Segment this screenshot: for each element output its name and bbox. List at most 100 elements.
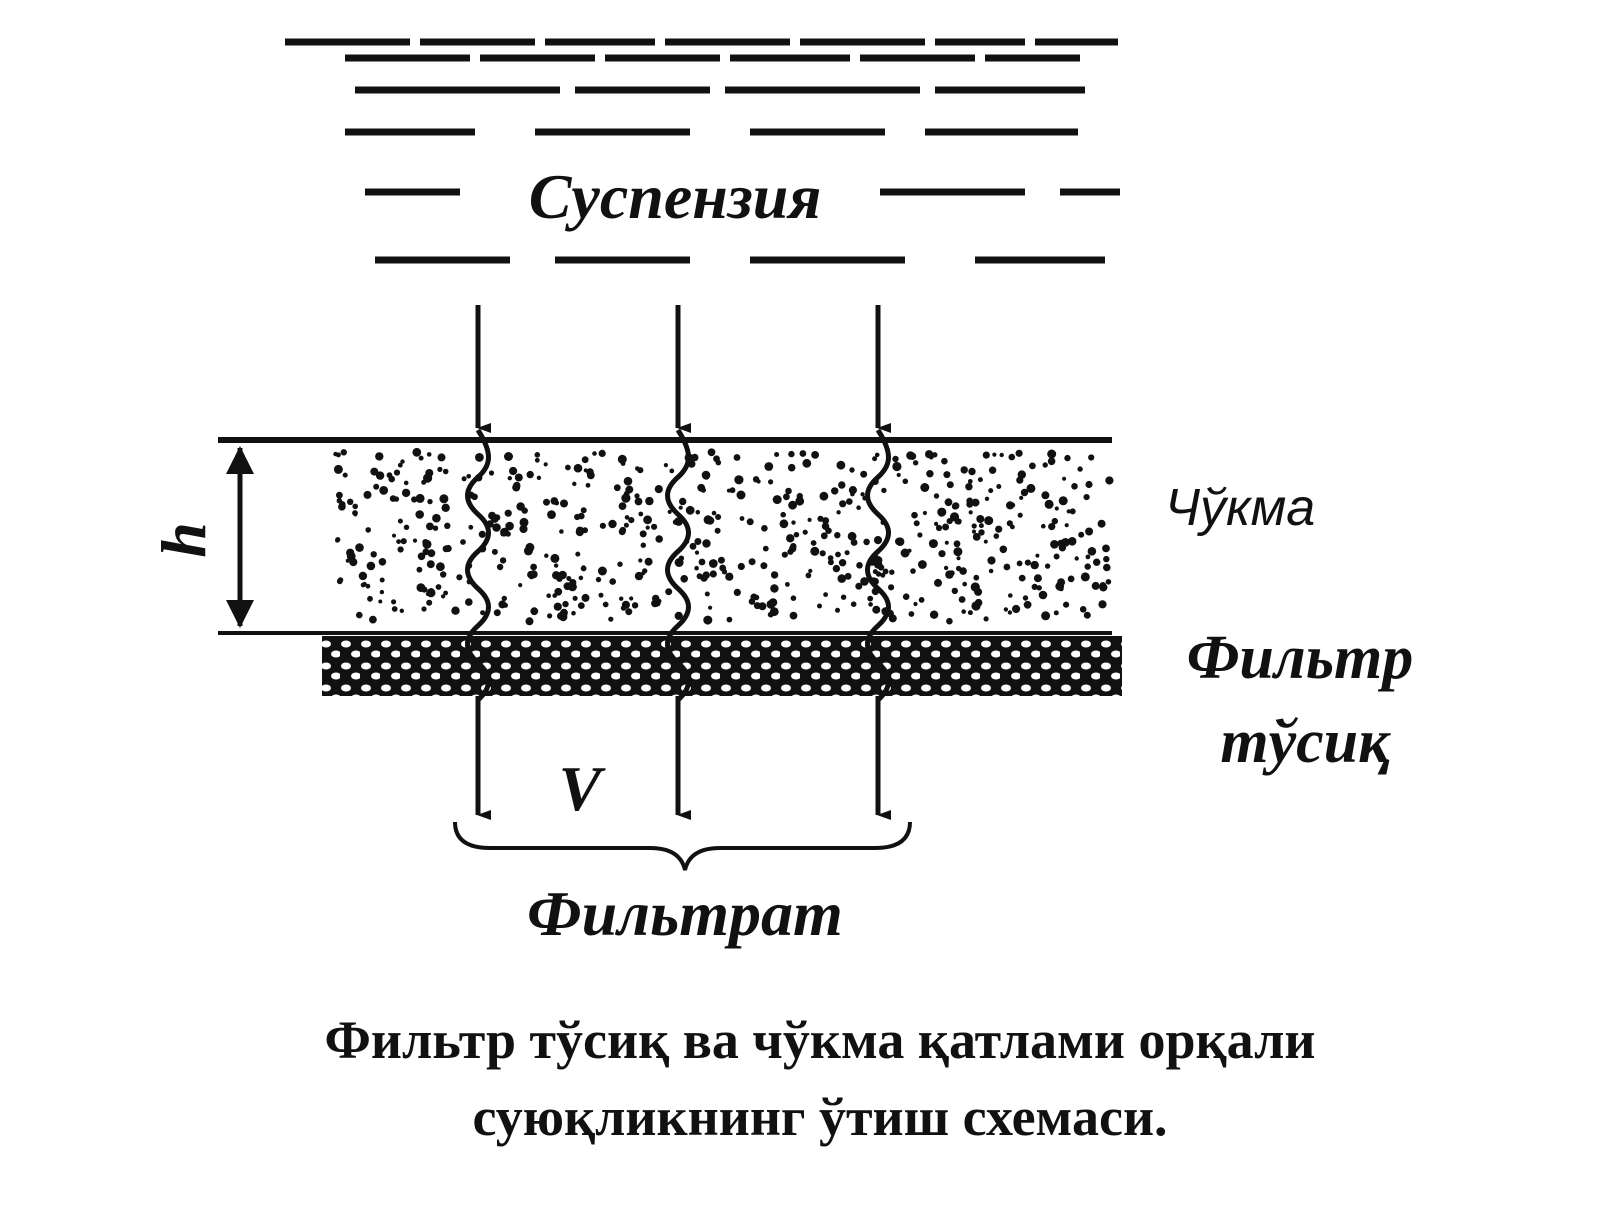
cake-particle [391, 599, 397, 605]
cake-particle [422, 539, 429, 546]
cake-particle [597, 566, 607, 576]
cake-particle [786, 534, 795, 543]
cake-particle [552, 571, 561, 580]
cake-particle [906, 451, 915, 460]
cake-particle [1083, 494, 1090, 501]
cake-particle [475, 453, 484, 462]
cake-particle [1041, 611, 1051, 621]
cake-particle [910, 568, 916, 574]
cake-particle [437, 466, 443, 472]
cake-particle [401, 488, 411, 498]
cake-particle [580, 507, 587, 514]
cake-particle [988, 568, 994, 574]
cake-particle [827, 559, 834, 566]
cake-particle [725, 572, 734, 581]
cake-particle [500, 531, 506, 537]
cake-particle [1071, 483, 1078, 490]
cake-particle [504, 509, 512, 517]
cake-particle [946, 481, 954, 489]
cake-particle [1003, 563, 1011, 571]
cake-particle [892, 461, 902, 472]
cake-particle [733, 588, 741, 597]
cake-particle [499, 557, 507, 564]
cake-particle [1088, 454, 1095, 461]
cake-particle [553, 563, 559, 568]
cake-particle [566, 576, 572, 581]
cake-particle [779, 519, 789, 529]
cake-particle [811, 451, 819, 459]
cake-particle [629, 596, 634, 601]
cake-particle [435, 584, 442, 590]
cake-particle [709, 570, 717, 578]
cake-particle [432, 525, 439, 531]
cake-particle [1031, 583, 1038, 591]
cake-particle [817, 515, 824, 522]
cake-particle [819, 491, 829, 501]
cake-particle [1029, 462, 1036, 470]
cake-particle [678, 505, 683, 510]
cake-particle [426, 522, 434, 531]
cake-particle [416, 566, 423, 573]
cake-particle [514, 473, 523, 482]
cake-particle [1017, 470, 1026, 479]
cake-particle [908, 611, 915, 617]
cake-particle [572, 481, 577, 486]
cake-particle [785, 582, 790, 587]
cake-particle [770, 584, 779, 593]
cake-particle [948, 570, 955, 576]
cake-particle [488, 470, 495, 476]
cake-particle [1022, 595, 1029, 601]
cake-particle [929, 610, 939, 619]
cake-particle [737, 562, 745, 571]
cake-particle [721, 569, 728, 575]
cake-particle [911, 511, 918, 519]
cake-particle [961, 609, 966, 614]
cake-particle [619, 596, 624, 601]
cake-particle [933, 493, 940, 499]
cake-particle [366, 561, 376, 571]
cake-particle [788, 450, 795, 458]
cake-particle [1105, 579, 1112, 585]
cake-particle [971, 498, 980, 507]
cake-particle [573, 463, 583, 473]
cake-particle [703, 515, 713, 525]
cake-particle [694, 565, 699, 571]
cake-particle [1016, 560, 1023, 567]
cake-particle [1103, 555, 1110, 563]
cake-particle [388, 475, 396, 483]
cake-particle [345, 558, 350, 563]
cake-particle [1066, 509, 1071, 514]
cake-particle [785, 487, 792, 495]
cake-particle [1064, 454, 1071, 462]
cake-particle [349, 558, 358, 567]
cake-particle [558, 570, 567, 580]
cake-particle [965, 483, 973, 491]
cake-particle [934, 521, 939, 527]
cake-particle [902, 478, 909, 485]
cake-particle [715, 514, 722, 520]
cake-particle [553, 602, 562, 611]
cake-particle [373, 483, 380, 490]
cake-particle [363, 490, 372, 499]
cake-particle [996, 484, 1002, 489]
cake-particle [460, 539, 466, 545]
cake-particle [680, 575, 688, 583]
cake-particle [702, 472, 710, 480]
cake-particle [760, 562, 768, 570]
cake-particle [844, 572, 852, 580]
cake-particle [451, 606, 460, 615]
cake-particle [959, 567, 967, 575]
cake-particle [592, 451, 597, 456]
cake-particle [367, 595, 373, 602]
cake-particle [575, 551, 581, 557]
cake-particle [581, 593, 590, 602]
cake-particle [863, 538, 870, 546]
cake-particle [960, 466, 968, 474]
cake-particle [999, 545, 1008, 554]
cake-particle [378, 599, 383, 604]
cake-particle [739, 516, 745, 521]
cake-particle [925, 450, 934, 459]
cake-particle [355, 543, 364, 552]
cake-particle [1103, 563, 1111, 572]
